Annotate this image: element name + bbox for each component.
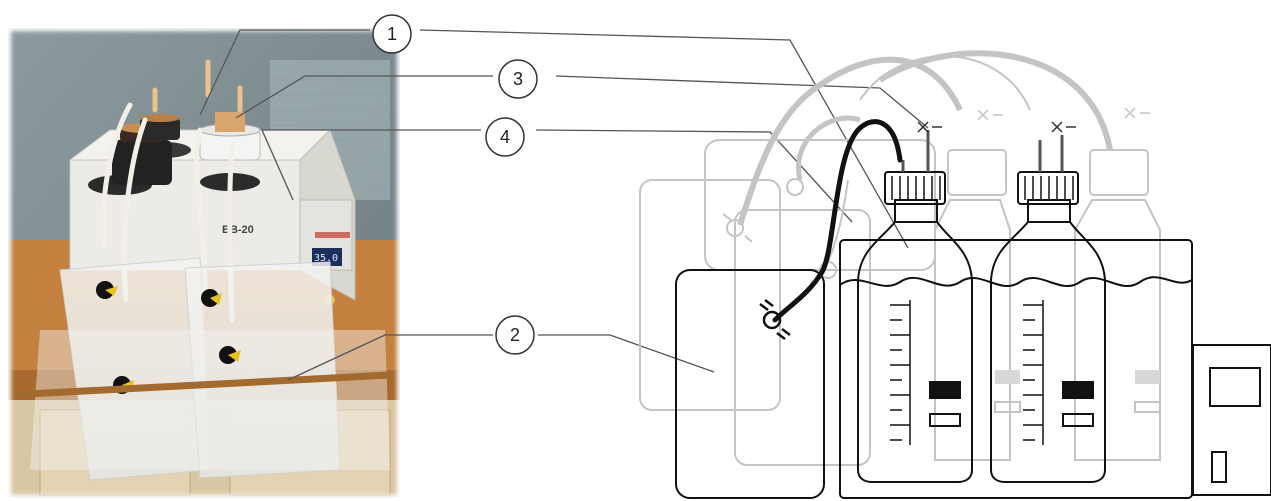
ghost-tube-4 <box>798 118 860 180</box>
callout-line-2b <box>538 335 714 372</box>
bottle-2-body <box>991 222 1105 482</box>
ghost-bag-outline <box>640 180 780 410</box>
ghost-bag-outline-2 <box>735 210 870 465</box>
bottle-2-label-dark <box>1063 382 1093 398</box>
photo-device-label: BB-20 <box>222 224 254 236</box>
callout-3-number: 3 <box>513 69 523 89</box>
callout-4-number: 4 <box>500 127 510 147</box>
clip-icon-2 <box>1052 122 1076 132</box>
schematic-ghost-layer <box>640 53 1160 465</box>
controller-button <box>1212 452 1226 482</box>
sampling-tube <box>775 122 900 320</box>
bottle-1-graduations <box>890 300 910 445</box>
callout-1-number: 1 <box>387 24 397 44</box>
callout-3: 3 <box>499 60 537 98</box>
apparatus-photo: 35.0 BB-20 <box>8 28 400 498</box>
water-level-wave <box>840 277 1192 286</box>
reaction-bottle-1 <box>858 172 972 482</box>
bottle-2-label-light <box>1063 414 1093 426</box>
bottle-1-body <box>858 222 972 482</box>
gas-bag-outline <box>676 270 824 498</box>
reaction-bottle-2 <box>991 172 1105 482</box>
callout-2: 2 <box>496 316 534 354</box>
ghost-scissor-marks <box>978 108 1150 120</box>
tube-clip-icons <box>918 122 1076 132</box>
bottle-2-graduations <box>1023 300 1043 445</box>
controller-screen <box>1210 368 1260 406</box>
bottle-1-label-dark <box>930 382 960 398</box>
callout-2-number: 2 <box>510 325 520 345</box>
callout-1: 1 <box>373 15 411 53</box>
ghost-tube-3 <box>880 53 1110 150</box>
callout-4: 4 <box>486 118 524 156</box>
